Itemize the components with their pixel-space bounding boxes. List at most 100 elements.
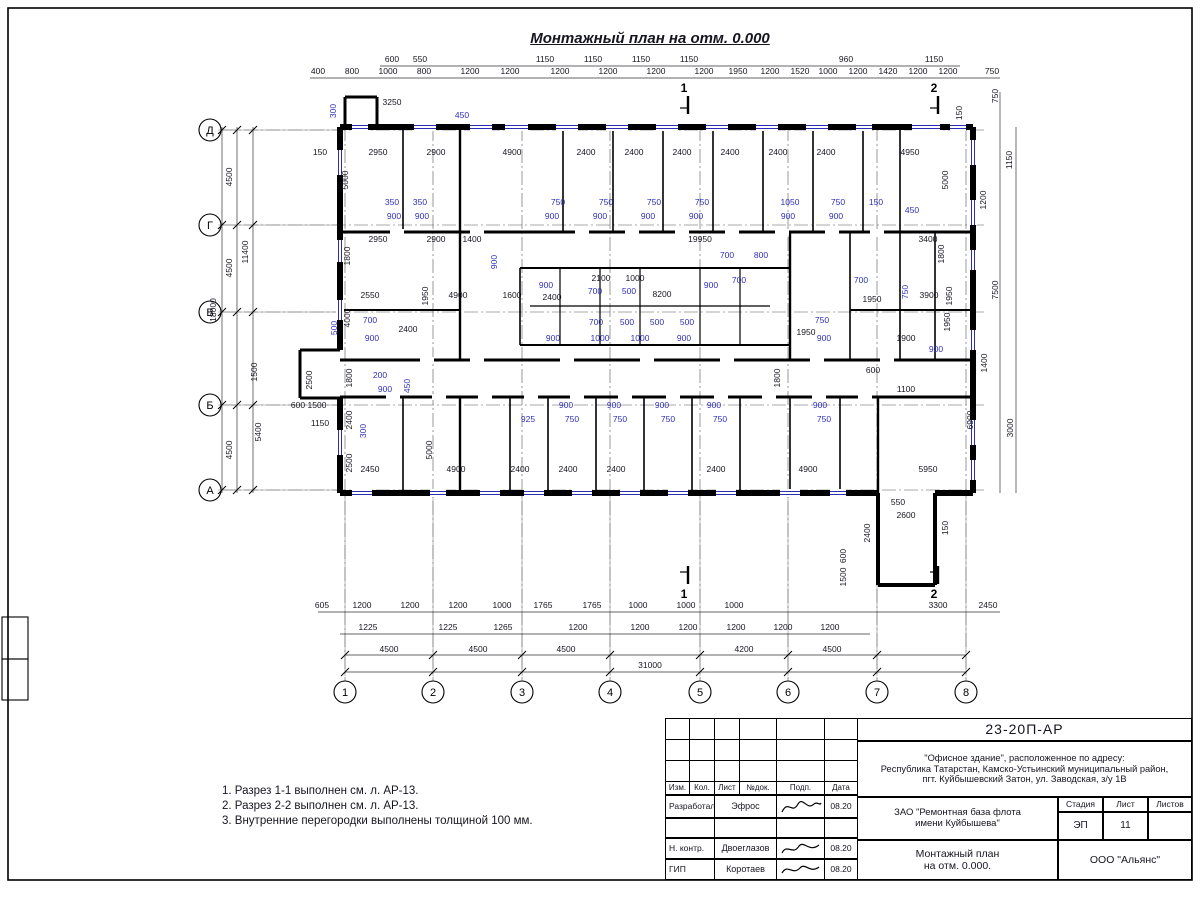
dimension-label: 750 xyxy=(831,197,845,207)
dimension-label: 1200 xyxy=(727,622,746,632)
door-opening xyxy=(870,229,884,235)
frame-side-box xyxy=(1,616,29,660)
dimension-label: 1000 xyxy=(591,333,610,343)
dimension-label: 550 xyxy=(891,497,905,507)
dimension-label: 7500 xyxy=(990,280,1000,299)
axis-label: Д xyxy=(206,125,214,137)
dimension-tick xyxy=(695,650,705,660)
window xyxy=(556,123,578,131)
stamp-role: Разработал xyxy=(665,795,715,818)
dimension-label: 550 xyxy=(413,54,427,64)
dimension-tick xyxy=(428,667,438,677)
axis-label: 3 xyxy=(519,687,525,699)
dimension-label: 900 xyxy=(677,333,691,343)
stamp-date: 08.20 xyxy=(824,859,858,880)
dimension-label: 1225 xyxy=(439,622,458,632)
dimension-label: 900 xyxy=(365,333,379,343)
dimension-label: 750 xyxy=(613,414,627,424)
door-opening xyxy=(880,357,894,363)
door-opening xyxy=(570,394,584,400)
dimension-label: 900 xyxy=(929,344,943,354)
dimension-label: 2400 xyxy=(559,464,578,474)
door-opening xyxy=(470,357,484,363)
dimension-label: 900 xyxy=(546,333,560,343)
stamp-stage-header: Стадия xyxy=(1058,797,1103,812)
dimension-label: 1000 xyxy=(677,600,696,610)
dimension-label: 1200 xyxy=(401,600,420,610)
note-line: 2. Разрез 2-2 выполнен см. л. АР-13. xyxy=(222,800,419,812)
dimension-tick xyxy=(248,307,258,317)
dimension-label: 1200 xyxy=(679,622,698,632)
sheet-name-line: на отм. 0.000. xyxy=(923,860,992,872)
section-label: 2 xyxy=(931,587,938,601)
stamp-stage-value: ЭП xyxy=(1058,812,1103,840)
window xyxy=(656,123,678,131)
dimension-label: 750 xyxy=(647,197,661,207)
dimension-tick xyxy=(872,650,882,660)
axis-bubble xyxy=(865,680,889,704)
dimension-label: 900 xyxy=(593,211,607,221)
dimension-label: 1000 xyxy=(819,66,838,76)
dimension-label: 900 xyxy=(689,211,703,221)
dimension-label: 450 xyxy=(905,205,919,215)
dimension-label: 1150 xyxy=(680,54,699,64)
dimension-label: 1200 xyxy=(774,622,793,632)
section-label: 1 xyxy=(681,587,688,601)
dimension-label: 500 xyxy=(329,321,339,335)
dimension-label: 5000 xyxy=(340,170,350,189)
dimension-label: 1200 xyxy=(461,66,480,76)
dimension-label: 1225 xyxy=(359,622,378,632)
dimension-label: 1400 xyxy=(979,353,989,372)
dimension-label: 1900 xyxy=(897,333,916,343)
stamp-name: Двоеглазов xyxy=(714,838,777,859)
dimension-tick xyxy=(248,485,258,495)
stamp-doc-number: 23-20П-АР xyxy=(857,718,1192,741)
dimension-label: 18000 xyxy=(208,298,218,322)
dimension-tick xyxy=(517,667,527,677)
dimension-label: 1800 xyxy=(342,246,352,265)
dimension-label: 900 xyxy=(415,211,429,221)
dimension-label: 1520 xyxy=(791,66,810,76)
dimension-tick xyxy=(783,667,793,677)
door-opening xyxy=(675,229,689,235)
dimension-label: 1000 xyxy=(631,333,650,343)
door-opening xyxy=(640,357,654,363)
door-opening xyxy=(420,357,434,363)
axis-label: Г xyxy=(207,220,213,232)
dimension-label: 150 xyxy=(954,106,964,120)
dimension-tick xyxy=(232,400,242,410)
dimension-label: 600 xyxy=(838,549,848,563)
dimension-label: 2400 xyxy=(862,523,872,542)
dimension-label: 700 xyxy=(854,275,868,285)
window xyxy=(969,200,977,225)
dimension-label: 1000 xyxy=(629,600,648,610)
dimension-label: 1800 xyxy=(936,244,946,263)
dimension-label: 605 xyxy=(315,600,329,610)
dimension-label: 2600 xyxy=(897,510,916,520)
dimension-label: 2400 xyxy=(625,147,644,157)
door-opening xyxy=(432,394,446,400)
dimension-label: 1500 xyxy=(838,567,848,586)
stamp-header-podp: Подп. xyxy=(776,781,825,795)
dimension-label: 800 xyxy=(754,250,768,260)
dimension-label: 1265 xyxy=(494,622,513,632)
dimension-tick xyxy=(340,667,350,677)
stamp-sheet-header: Лист xyxy=(1103,797,1148,812)
client-line: ЗАО "Ремонтная база флота xyxy=(894,806,1021,818)
window xyxy=(480,489,500,497)
dimension-label: 750 xyxy=(900,285,910,299)
dimension-label: 2900 xyxy=(427,234,446,244)
dimension-label: 750 xyxy=(990,89,1000,103)
dimension-label: 900 xyxy=(641,211,655,221)
dimension-tick xyxy=(961,650,971,660)
window xyxy=(856,123,872,131)
window xyxy=(780,489,800,497)
door-opening xyxy=(618,394,632,400)
window xyxy=(912,123,940,131)
dimension-label: 1200 xyxy=(647,66,666,76)
dimension-label: 700 xyxy=(732,275,746,285)
axis-label: В xyxy=(206,307,213,319)
dimension-label: 700 xyxy=(363,315,377,325)
window xyxy=(352,123,368,131)
dimension-label: 2450 xyxy=(361,464,380,474)
